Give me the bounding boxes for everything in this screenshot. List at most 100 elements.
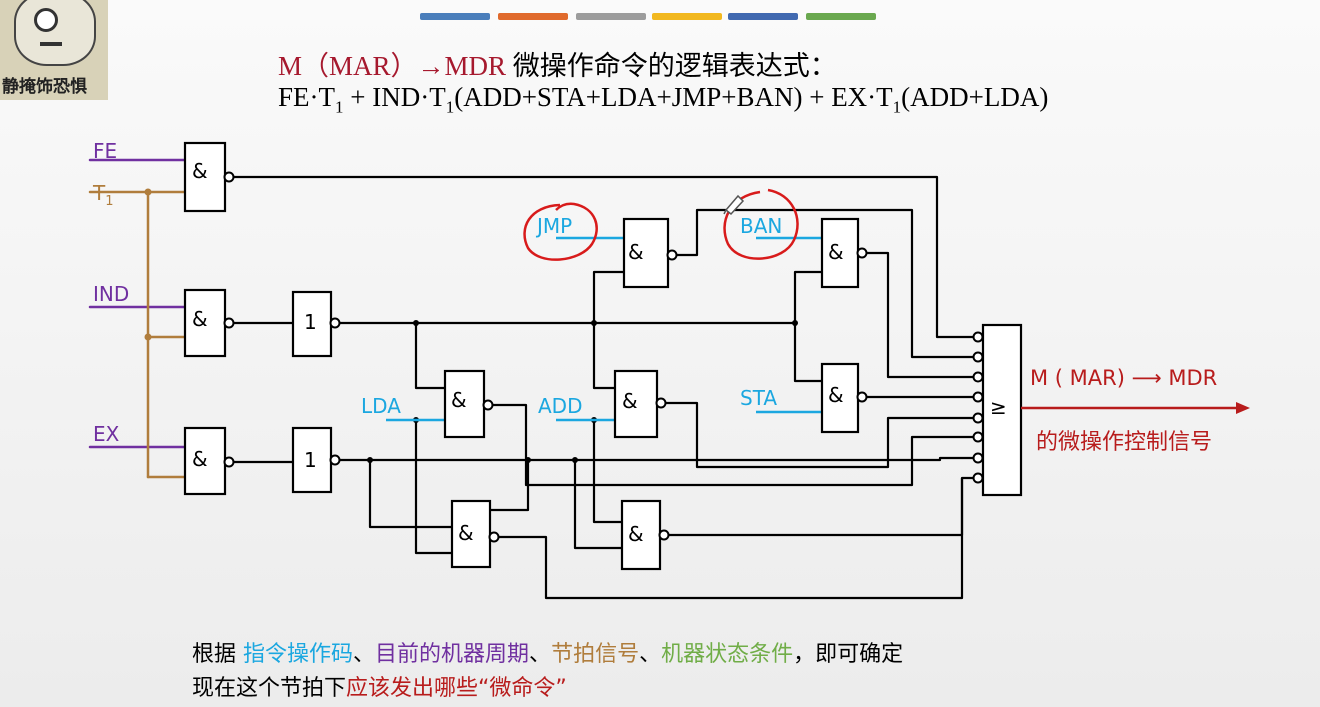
- junction-dot: [367, 457, 373, 463]
- or-input-bubble: [972, 351, 984, 363]
- inversion-bubble: [655, 397, 667, 409]
- note-text: ，即可确定: [793, 642, 904, 667]
- note-text: 、: [639, 642, 662, 667]
- and-gate-symbol: &: [192, 307, 208, 331]
- logic-formula: FE·T1 + IND·T1(ADD+STA+LDA+JMP+BAN) + EX…: [278, 82, 1048, 117]
- and-gate-symbol: &: [451, 388, 467, 412]
- wire-lda-out: [492, 403, 975, 487]
- output-label-line2: 的微操作控制信号: [1036, 430, 1212, 455]
- wire-add2-out: [667, 476, 975, 537]
- wire-ind-to-ban-gate: [793, 270, 822, 323]
- and-gate-add: [613, 369, 659, 439]
- formula-part-3: (ADD+STA+LDA+JMP+BAN) + EX·T: [454, 82, 893, 112]
- inversion-bubble: [666, 249, 678, 261]
- and-gate-jmp: [622, 217, 670, 289]
- junction-dot: [144, 333, 152, 341]
- and-gate-symbol: &: [458, 521, 474, 545]
- wire-ban-out: [865, 251, 975, 379]
- or-input-bubble: [972, 391, 984, 403]
- note-machine-cycle: 目前的机器周期: [375, 642, 530, 667]
- and-gate-lda: [443, 369, 486, 439]
- and-gate-ex: [183, 426, 227, 496]
- junction-dot: [525, 457, 531, 463]
- avatar-thumbnail: 静掩饰恐惧: [0, 0, 108, 100]
- junction-dot: [591, 320, 597, 326]
- inversion-bubble: [488, 531, 500, 543]
- or-input-bubble: [972, 472, 984, 484]
- and-gate-symbol: &: [828, 383, 844, 407]
- and-gate-fe: [183, 141, 227, 213]
- and-gate-symbol: &: [192, 447, 208, 471]
- wire-ind-to-sta-gate: [793, 323, 822, 383]
- formula-part-2: + IND·T: [343, 82, 446, 112]
- junction-dot: [144, 188, 152, 196]
- wire-ind-to-lda-gate: [414, 323, 445, 390]
- and-gate-symbol: &: [828, 240, 844, 264]
- avatar-eye: [34, 8, 58, 32]
- junction-dot: [572, 457, 578, 463]
- formula-part-1: FE·T: [278, 82, 335, 112]
- note-machine-state: 机器状态条件: [661, 642, 794, 667]
- and-gate-symbol: &: [192, 159, 208, 183]
- wire-ex-bus: [340, 456, 975, 462]
- wire-ex-to-add2: [573, 460, 622, 550]
- top-bar-5: [728, 13, 798, 20]
- wire-lda2-out: [497, 478, 964, 600]
- and-gate-sta: [820, 362, 860, 434]
- slide-title: M（MAR）→MDR 微操作命令的逻辑表达式：: [278, 50, 837, 82]
- pen-cursor-icon: [723, 194, 745, 216]
- and-gate-add2: [620, 499, 662, 571]
- or-gate-symbol: ≥: [990, 395, 1007, 419]
- wire-ind-to-jmp-gate: [592, 270, 624, 323]
- or-input-bubble: [972, 452, 984, 464]
- and-gate-ind: [183, 288, 227, 358]
- input-label-fe: FE: [93, 139, 117, 163]
- output-arrowhead-icon: [1236, 402, 1250, 414]
- note-text: 、: [353, 642, 376, 667]
- formula-part-4: (ADD+LDA): [901, 82, 1049, 112]
- inversion-bubble: [856, 247, 868, 259]
- signal-label-lda: LDA: [361, 394, 401, 418]
- wire-jmp-out: [676, 208, 975, 359]
- note-text: 、: [529, 642, 552, 667]
- top-bar-3: [576, 13, 646, 20]
- formula-sub-3: 1: [892, 97, 902, 117]
- note-micro-commands: 应该发出哪些“微命令”: [346, 676, 567, 701]
- note-text: 根据: [192, 642, 243, 667]
- and-gate-symbol: &: [628, 522, 644, 546]
- formula-sub-2: 1: [445, 97, 455, 117]
- title-suffix: 微操作命令的逻辑表达式：: [506, 51, 837, 81]
- title-prefix: M（MAR）→MDR: [278, 51, 507, 81]
- wire-lda-to-lda2: [414, 420, 452, 555]
- note-line-1: 根据 指令操作码、目前的机器周期、节拍信号、机器状态条件，即可确定: [192, 636, 903, 668]
- inversion-bubble: [329, 317, 341, 329]
- or-input-bubble: [972, 331, 984, 343]
- wire-add-to-add2: [592, 420, 622, 524]
- inversion-bubble: [856, 391, 868, 403]
- wire-add-out: [666, 401, 975, 469]
- or-input-bubble: [972, 371, 984, 383]
- top-bar-1: [420, 13, 490, 20]
- inversion-bubble: [223, 456, 235, 468]
- junction-dot: [413, 320, 419, 326]
- jmp-highlight-circle: [523, 202, 598, 261]
- top-bar-2: [498, 13, 568, 20]
- note-opcode: 指令操作码: [243, 642, 354, 667]
- signal-label-ban: BAN: [740, 214, 782, 238]
- inversion-bubble: [223, 171, 235, 183]
- inversion-bubble: [223, 317, 235, 329]
- output-label-line1: M ( MAR) ⟶ MDR: [1030, 366, 1217, 390]
- signal-label-jmp: JMP: [535, 214, 572, 238]
- note-line-2: 现在这个节拍下应该发出哪些“微命令”: [192, 670, 567, 702]
- avatar-face: [14, 0, 96, 66]
- signal-label-add: ADD: [538, 394, 582, 418]
- or-input-bubble: [972, 412, 984, 424]
- input-label-t1: T1: [92, 181, 114, 209]
- note-timing-signal: 节拍信号: [551, 642, 640, 667]
- or-gate-output: [981, 323, 1023, 497]
- avatar-mouth: [40, 42, 62, 46]
- wire-ind-to-add-gate: [592, 323, 615, 390]
- wire-ex-to-lda2-gate: [368, 460, 452, 529]
- junction-dot: [792, 320, 798, 326]
